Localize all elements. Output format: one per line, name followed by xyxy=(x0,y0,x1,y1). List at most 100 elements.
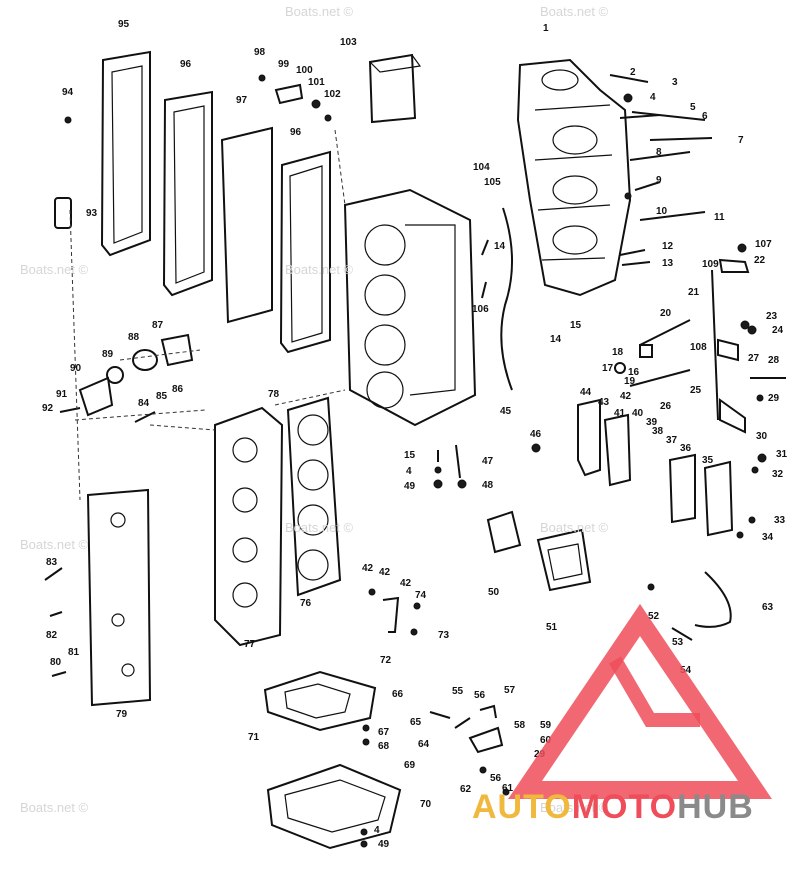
callout-number: 93 xyxy=(86,208,98,219)
callout-number: 20 xyxy=(660,308,672,319)
watermark: Boats.net © xyxy=(285,520,354,535)
callout-number: 19 xyxy=(624,376,636,387)
callout-number: 22 xyxy=(754,255,766,266)
screw-65 xyxy=(429,711,451,719)
callout-number: 10 xyxy=(656,206,668,217)
washer-42b xyxy=(413,602,421,610)
thermostat-88 xyxy=(132,349,158,371)
callout-number: 23 xyxy=(766,311,778,322)
callout-number: 51 xyxy=(546,622,558,633)
callout-number: 34 xyxy=(762,532,774,543)
sensor-83 xyxy=(44,567,63,581)
callout-number: 67 xyxy=(378,727,390,738)
callout-number: 90 xyxy=(70,363,82,374)
callout-number: 56 xyxy=(474,690,486,701)
callout-number: 56 xyxy=(490,773,502,784)
bolt-94 xyxy=(64,116,72,124)
screw-73 xyxy=(410,628,418,636)
callout-number: 81 xyxy=(68,647,80,658)
callout-number: 105 xyxy=(484,177,501,188)
callout-number: 47 xyxy=(482,456,494,467)
callout-number: 69 xyxy=(404,760,416,771)
screw-29 xyxy=(756,394,764,402)
nut-46 xyxy=(531,443,541,453)
exhaust-plate-96a xyxy=(162,90,213,297)
callout-number: 98 xyxy=(254,47,266,58)
callout-number: 99 xyxy=(278,59,290,70)
callout-number: 14 xyxy=(550,334,562,345)
nut-23 xyxy=(740,320,750,330)
washer-4b xyxy=(360,828,368,836)
callout-number: 40 xyxy=(632,408,644,419)
callout-number: 100 xyxy=(296,65,313,76)
clip-57 xyxy=(479,704,497,719)
callout-number: 7 xyxy=(738,135,744,146)
brand-part-moto: MOTO xyxy=(571,788,678,826)
link-56 xyxy=(454,717,471,729)
callout-number: 92 xyxy=(42,403,54,414)
seal-strip-14 xyxy=(500,207,514,391)
crankcase-cover-45 xyxy=(343,188,477,427)
callout-number: 3 xyxy=(672,77,678,88)
washer-68 xyxy=(362,738,370,746)
watermark: Boats.net © xyxy=(540,800,609,815)
screw-53 xyxy=(647,583,655,591)
gasket-66 xyxy=(263,670,377,732)
seal-89 xyxy=(106,366,124,384)
brand-logo-text: AUTOMOTOHUB xyxy=(472,788,754,827)
callout-number: 15 xyxy=(570,320,582,331)
callout-number: 87 xyxy=(152,320,164,331)
callout-number: 83 xyxy=(46,557,58,568)
callout-number: 25 xyxy=(690,385,702,396)
grommet-101 xyxy=(311,99,321,109)
screw-33 xyxy=(748,516,756,524)
callout-number: 74 xyxy=(415,590,427,601)
watermark: Boats.net © xyxy=(285,4,354,19)
callout-number: 26 xyxy=(660,401,672,412)
callout-number: 11 xyxy=(714,212,725,223)
nut-48 xyxy=(457,479,467,489)
callout-number: 16 xyxy=(628,367,640,378)
callout-number: 97 xyxy=(236,95,248,106)
callout-number: 32 xyxy=(772,469,784,480)
cover-87 xyxy=(160,333,194,367)
callout-number: 15 xyxy=(404,450,416,461)
callout-number: 14 xyxy=(494,241,506,252)
cylinder-block-1 xyxy=(516,58,632,297)
callout-number: 39 xyxy=(646,417,658,428)
callout-number: 104 xyxy=(473,162,490,173)
callout-number: 4 xyxy=(374,825,380,836)
callout-number: 24 xyxy=(772,325,784,336)
callout-number: 96 xyxy=(290,127,302,138)
exhaust-plate-96b xyxy=(279,150,331,354)
stud-47 xyxy=(455,444,461,479)
callout-number: 89 xyxy=(102,349,114,360)
bolt-102 xyxy=(324,114,332,122)
callout-number: 49 xyxy=(404,481,416,492)
exhaust-cover-95 xyxy=(100,50,151,257)
lever-44 xyxy=(577,398,601,477)
callout-number: 18 xyxy=(612,347,624,358)
bracket-72 xyxy=(382,596,400,633)
callout-number: 31 xyxy=(776,449,788,460)
callout-number: 95 xyxy=(118,19,130,30)
callout-number: 13 xyxy=(662,258,674,269)
callout-number: 36 xyxy=(680,443,692,454)
callout-number: 94 xyxy=(62,87,74,98)
exhaust-gasket-97 xyxy=(220,126,273,324)
callout-number: 42 xyxy=(620,391,632,402)
callout-number: 91 xyxy=(56,389,68,400)
hose-63 xyxy=(694,571,732,628)
callout-number: 46 xyxy=(530,429,542,440)
callout-number: 42 xyxy=(400,578,412,589)
callout-number: 64 xyxy=(418,739,430,750)
callout-number: 54 xyxy=(680,665,692,676)
watermark: Boats.net © xyxy=(540,4,609,19)
watermark: Boats.net © xyxy=(540,520,609,535)
callout-number: 27 xyxy=(748,353,760,364)
callout-number: 5 xyxy=(690,102,696,113)
watermark: Boats.net © xyxy=(285,262,354,277)
callout-number: 42 xyxy=(379,567,391,578)
callout-number: 29 xyxy=(534,749,546,760)
nut-49b xyxy=(360,840,368,848)
